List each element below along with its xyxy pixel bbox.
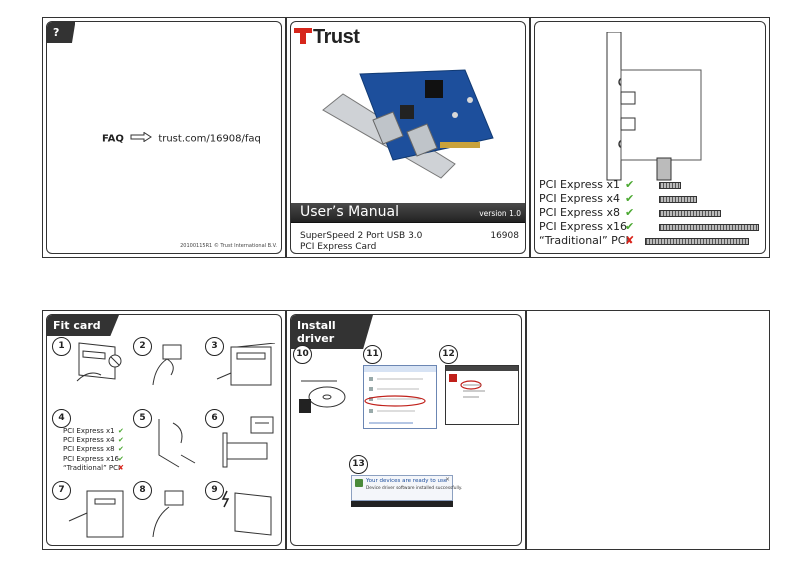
checkmark-icon: ✔ <box>118 454 124 463</box>
step-number: 1 <box>52 337 71 356</box>
compatibility-panel-inner: PCI Express x1 ✔ PCI Express x4 ✔ PCI Ex… <box>534 21 766 254</box>
step-number: 4 <box>52 409 71 428</box>
slot-label: PCI Express x16 <box>539 220 628 233</box>
slot-label: PCI Express x1 <box>63 427 115 435</box>
step-number: 11 <box>363 345 382 364</box>
slot-row: PCI Express x4 ✔ <box>539 192 634 205</box>
checkmark-icon: ✔ <box>118 427 124 435</box>
faq-panel-inner: ? FAQ trust.com/16908/faq 20100115R1 © T… <box>46 21 282 254</box>
slot-row: PCI Express x16✔ <box>63 455 143 464</box>
slot-row: PCI Express x8 ✔ <box>539 206 634 219</box>
faq-label: FAQ <box>102 133 124 145</box>
install-driver-panel-inner: Install driver 10 11 12 13 Your devices … <box>290 314 522 546</box>
slot-x4-bar <box>659 196 697 203</box>
checkmark-icon: ✔ <box>625 220 635 233</box>
blank-panel <box>526 310 770 550</box>
step-number: 5 <box>133 409 152 428</box>
slot-x1-bar <box>659 182 681 189</box>
step-number: 13 <box>349 455 368 474</box>
product-name-line2: PCI Express Card <box>300 242 377 252</box>
step-number: 12 <box>439 345 458 364</box>
document-code: 20100115R1 © Trust International B.V. <box>180 243 277 249</box>
insert-cd-illustration <box>297 373 347 421</box>
slot-label: PCI Express x1 <box>539 178 621 191</box>
slot-list: PCI Express x1 ✔ PCI Express x4 ✔ PCI Ex… <box>539 178 765 253</box>
close-icon[interactable]: × <box>444 476 450 483</box>
step-number: 8 <box>133 481 152 500</box>
slot-label: PCI Express x4 <box>539 192 621 205</box>
slot-row: PCI Express x16 ✔ <box>539 220 634 233</box>
brand-logo: Trust <box>294 26 360 49</box>
fit-card-tab: Fit card <box>47 315 119 336</box>
fit-card-panel: Fit card 1 2 3 4 PCI Express x1✔ PCI Exp… <box>42 310 286 550</box>
slot-label: PCI Express x8 <box>63 445 115 454</box>
slot-x8-bar <box>659 210 721 217</box>
step-number: 10 <box>293 345 312 364</box>
slot-row: PCI Express x1 ✔ <box>539 178 634 191</box>
slot-label: PCI Express x16 <box>63 454 120 463</box>
close-case-illustration <box>67 487 127 541</box>
reconnect-plug-illustration <box>149 487 193 541</box>
slot-row: PCI Express x4✔ <box>63 436 143 445</box>
slot-label: PCI Express x8 <box>539 206 621 219</box>
taskbar-strip <box>351 501 453 507</box>
device-ready-icon <box>355 479 363 487</box>
notification-body: Device driver software installed success… <box>366 486 463 491</box>
cover-panel: Trust User’s Manual version 1.0 SuperSpe… <box>286 17 530 258</box>
checkmark-icon: ✔ <box>118 445 124 454</box>
installer-window-screenshot <box>445 365 519 425</box>
fit-slot-list: PCI Express x1✔ PCI Express x4✔ PCI Expr… <box>63 427 143 473</box>
cross-icon: ✘ <box>625 234 635 247</box>
step-number: 3 <box>205 337 224 356</box>
device-ready-notification: Your devices are ready to use Device dri… <box>351 475 462 501</box>
slot-label: PCI Express x4 <box>63 436 115 445</box>
slot-row: PCI Express x1✔ <box>63 427 143 436</box>
insert-card-illustration <box>215 413 279 471</box>
card-bracket-diagram <box>595 31 705 182</box>
slot-x16-bar <box>659 224 759 231</box>
manual-title-bar: User’s Manual version 1.0 <box>291 203 525 223</box>
cross-icon: ✘ <box>118 463 124 472</box>
compatibility-panel: PCI Express x1 ✔ PCI Express x4 ✔ PCI Ex… <box>530 17 770 258</box>
notification-title: Your devices are ready to use <box>366 478 448 484</box>
autoplay-window-screenshot <box>363 365 437 429</box>
cover-panel-inner: Trust User’s Manual version 1.0 SuperSpe… <box>290 21 526 254</box>
install-driver-tab: Install driver <box>291 315 373 349</box>
checkmark-icon: ✔ <box>118 436 124 445</box>
trust-logo-icon <box>294 27 312 48</box>
faq-panel: ? FAQ trust.com/16908/faq 20100115R1 © T… <box>42 17 286 258</box>
faq-line: FAQ trust.com/16908/faq <box>102 131 261 145</box>
faq-tab: ? <box>47 22 76 43</box>
slot-row: PCI Express x8✔ <box>63 445 143 454</box>
checkmark-icon: ✔ <box>625 178 635 191</box>
step-number: 7 <box>52 481 71 500</box>
remove-plug-illustration <box>149 341 191 387</box>
open-case-illustration <box>215 342 277 389</box>
slot-row: “Traditional” PCI✘ <box>63 464 143 473</box>
checkmark-icon: ✔ <box>625 206 635 219</box>
manual-title: User’s Manual <box>300 204 399 220</box>
slot-label: “Traditional” PCI <box>539 234 629 247</box>
product-photo <box>315 60 505 185</box>
manual-version: version 1.0 <box>479 209 521 218</box>
remove-cover-plate-illustration <box>151 415 199 471</box>
install-driver-panel: Install driver 10 11 12 13 Your devices … <box>286 310 526 550</box>
product-name-line1: SuperSpeed 2 Port USB 3.0 <box>300 231 423 241</box>
fit-card-panel-inner: Fit card 1 2 3 4 PCI Express x1✔ PCI Exp… <box>46 314 282 546</box>
power-on-illustration <box>219 487 277 541</box>
faq-url[interactable]: trust.com/16908/faq <box>158 133 261 145</box>
slot-pci-bar <box>645 238 749 245</box>
brand-name: Trust <box>313 26 360 48</box>
slot-row: “Traditional” PCI ✘ <box>539 234 634 247</box>
product-number: 16908 <box>490 231 519 241</box>
slot-label: “Traditional” PCI <box>63 463 121 472</box>
arrow-right-icon <box>130 131 153 145</box>
step-number: 2 <box>133 337 152 356</box>
checkmark-icon: ✔ <box>625 192 635 205</box>
step-number: 6 <box>205 409 224 428</box>
unplug-computer-illustration <box>75 339 125 387</box>
step-number: 9 <box>205 481 224 500</box>
